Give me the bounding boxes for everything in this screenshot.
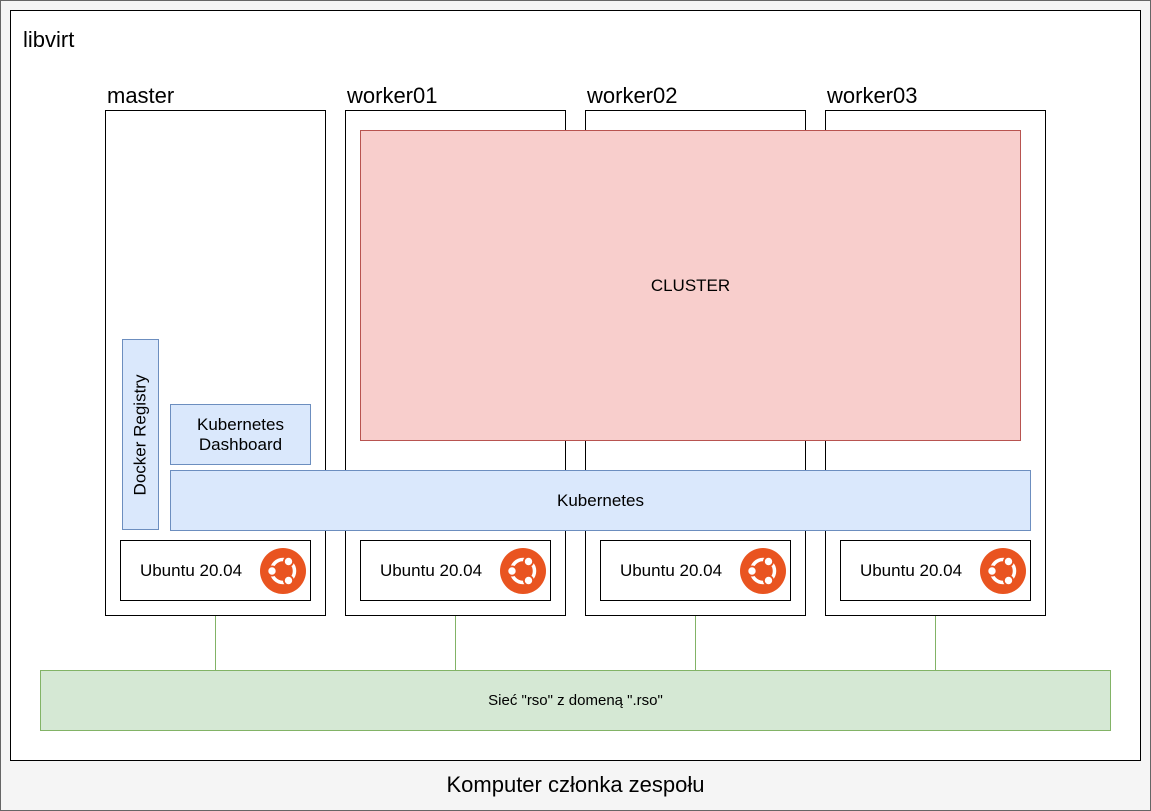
- os-label-worker02: Ubuntu 20.04: [619, 561, 723, 580]
- node-label-worker02: worker02: [587, 83, 678, 108]
- kubernetes-block: Kubernetes: [170, 470, 1031, 531]
- os-box-worker03: Ubuntu 20.04: [840, 540, 1031, 601]
- ubuntu-logo-icon: [500, 548, 546, 594]
- node-label-worker01: worker01: [347, 83, 438, 108]
- network-link-worker03: [935, 616, 936, 671]
- os-box-master: Ubuntu 20.04: [120, 540, 311, 601]
- cluster-label: CLUSTER: [650, 275, 731, 295]
- kubernetes-dashboard-label: Kubernetes Dashboard: [197, 414, 284, 454]
- os-box-worker01: Ubuntu 20.04: [360, 540, 551, 601]
- network-link-worker01: [455, 616, 456, 671]
- docker-registry-block: Docker Registry: [122, 339, 159, 530]
- libvirt-label: libvirt: [23, 27, 75, 52]
- ubuntu-logo-icon: [260, 548, 306, 594]
- os-box-worker02: Ubuntu 20.04: [600, 540, 791, 601]
- network-link-master: [215, 616, 216, 671]
- docker-registry-label: Docker Registry: [130, 374, 150, 495]
- os-label-worker03: Ubuntu 20.04: [859, 561, 963, 580]
- node-label-master: master: [107, 83, 175, 108]
- os-label-master: Ubuntu 20.04: [139, 561, 243, 580]
- os-label-worker01: Ubuntu 20.04: [379, 561, 483, 580]
- node-label-worker03: worker03: [827, 83, 918, 108]
- ubuntu-logo-icon: [980, 548, 1026, 594]
- ubuntu-logo-icon: [740, 548, 786, 594]
- network-link-worker02: [695, 616, 696, 671]
- host-computer-label: Komputer członka zespołu: [446, 772, 705, 797]
- network-label: Sieć "rso" z domeną ".rso": [488, 692, 663, 709]
- cluster-block: CLUSTER: [360, 130, 1021, 441]
- kubernetes-label: Kubernetes: [557, 490, 644, 510]
- network-block: Sieć "rso" z domeną ".rso": [40, 670, 1111, 731]
- kubernetes-dashboard-block: Kubernetes Dashboard: [170, 404, 311, 465]
